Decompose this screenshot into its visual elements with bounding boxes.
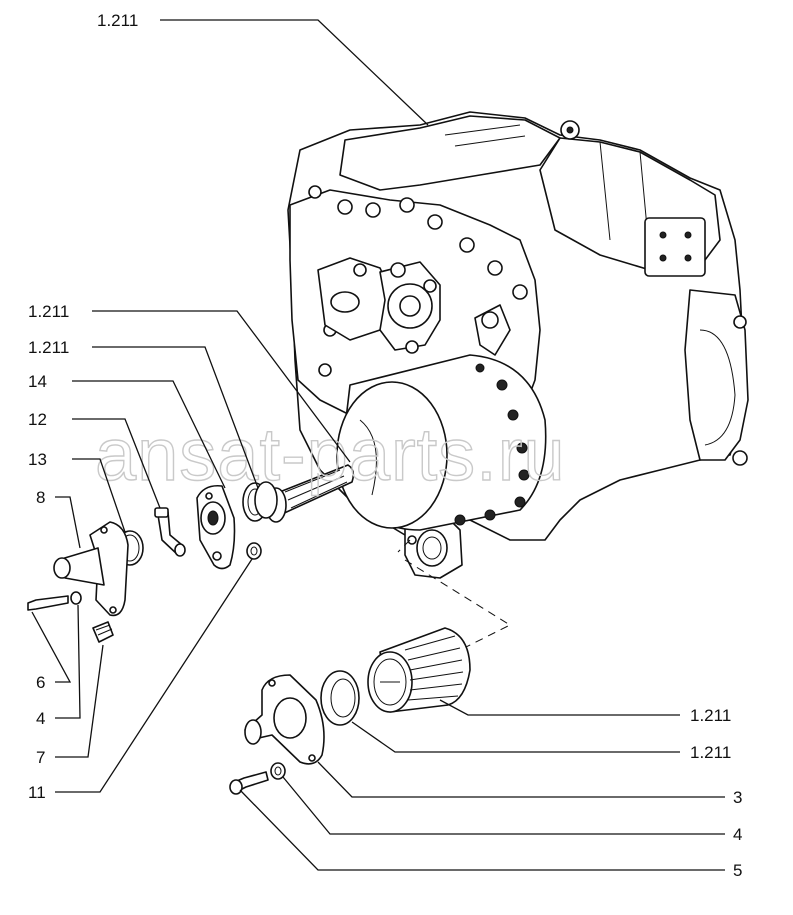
label-left-1211-b: 1.211 xyxy=(28,338,69,357)
label-13: 13 xyxy=(28,450,47,469)
plug-7 xyxy=(92,621,114,643)
bolt-5 xyxy=(229,771,269,795)
label-right-1211-b: 1.211 xyxy=(690,743,731,762)
label-5: 5 xyxy=(733,861,742,880)
label-4-left: 4 xyxy=(36,709,45,728)
washer-4-left xyxy=(70,591,82,605)
label-6: 6 xyxy=(36,673,45,692)
bolt-6 xyxy=(27,595,69,611)
label-7: 7 xyxy=(36,748,45,767)
elbow-fitting-12 xyxy=(154,507,186,557)
label-11: 11 xyxy=(28,783,46,802)
label-right-1211-a: 1.211 xyxy=(690,706,731,725)
label-3: 3 xyxy=(733,788,742,807)
washer-11 xyxy=(246,542,262,560)
leader-lines xyxy=(31,19,725,871)
flange-14 xyxy=(196,484,236,570)
o-ring-right xyxy=(320,670,360,726)
strainer-cup-right xyxy=(367,627,471,713)
label-left-1211-a: 1.211 xyxy=(28,302,69,321)
washer-4-right xyxy=(270,762,286,780)
label-14: 14 xyxy=(28,372,47,391)
label-12: 12 xyxy=(28,410,47,429)
o-ring-14 xyxy=(254,481,278,519)
cover-3 xyxy=(244,674,325,765)
watermark-text: ansat-parts.ru xyxy=(95,413,566,496)
label-8: 8 xyxy=(36,488,45,507)
filter-housing xyxy=(336,354,547,531)
pipe-flange-8 xyxy=(53,521,129,617)
label-top-1211: 1.211 xyxy=(97,11,138,30)
assembly-guide-lines xyxy=(397,539,512,651)
face-bolts xyxy=(308,185,528,377)
label-4-right: 4 xyxy=(733,825,742,844)
